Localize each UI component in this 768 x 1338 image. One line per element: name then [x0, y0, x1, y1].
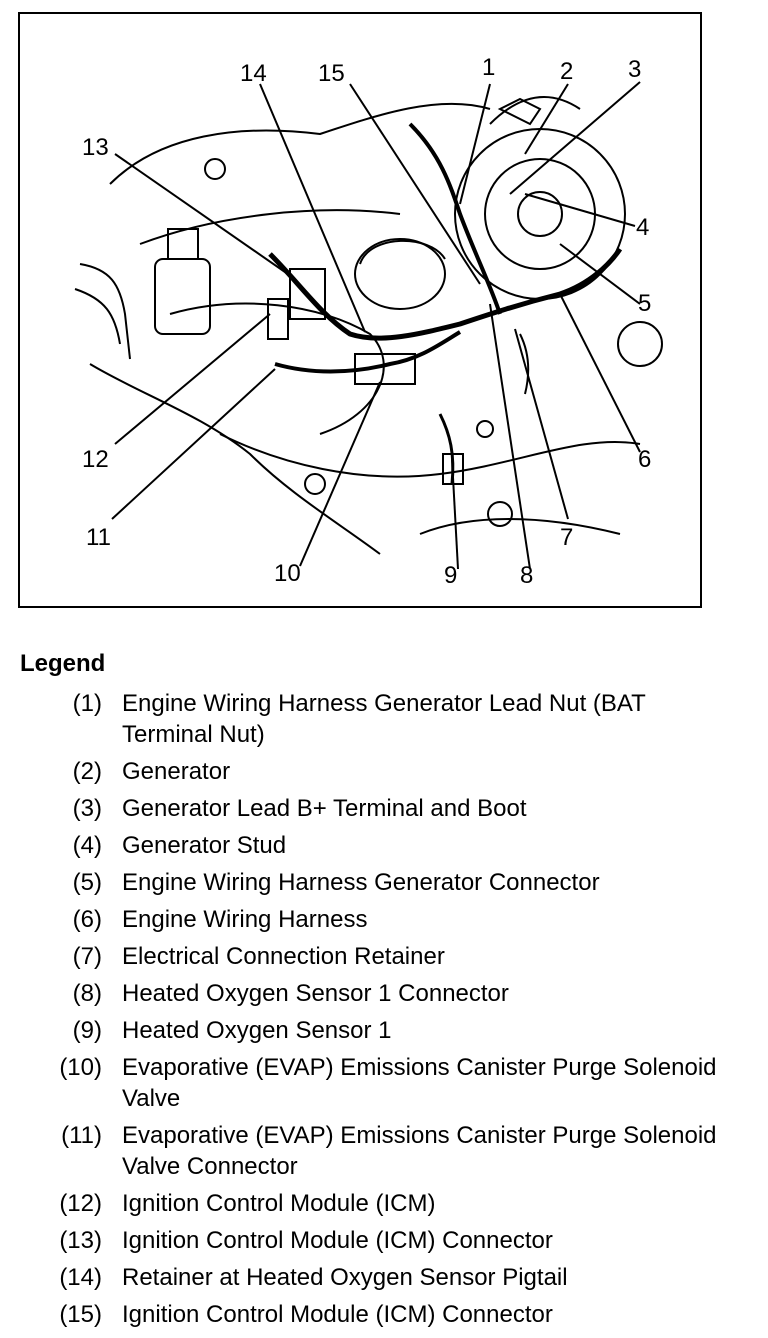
callout-4: 4 — [636, 214, 650, 241]
legend-list: (1) Engine Wiring Harness Generator Lead … — [0, 688, 768, 1336]
callout-2: 2 — [560, 58, 574, 85]
legend-text: Ignition Control Module (ICM) Connector — [122, 1301, 553, 1328]
legend-text: Ignition Control Module (ICM) — [122, 1190, 436, 1217]
legend-item: (6) Engine Wiring Harness — [0, 904, 768, 935]
legend-item: (5) Engine Wiring Harness Generator Conne… — [0, 867, 768, 898]
legend-text: Engine Wiring Harness Generator Lead Nut… — [122, 690, 646, 748]
legend-number: (5) — [72, 869, 102, 896]
engine-diagram: 1 2 3 4 5 6 7 8 9 10 11 12 13 14 15 — [18, 12, 702, 608]
legend-number: (7) — [72, 943, 102, 970]
legend-number: (12) — [59, 1190, 102, 1217]
legend-number: (3) — [72, 795, 102, 822]
legend-item: (10) Evaporative (EVAP) Emissions Caniste… — [0, 1052, 768, 1114]
legend-text: Evaporative (EVAP) Emissions Canister Pu… — [122, 1054, 717, 1112]
callout-10: 10 — [274, 560, 301, 587]
legend-text: Ignition Control Module (ICM) Connector — [122, 1227, 553, 1254]
legend-item: (1) Engine Wiring Harness Generator Lead … — [0, 688, 768, 750]
legend-text: Electrical Connection Retainer — [122, 943, 445, 970]
legend-text: Heated Oxygen Sensor 1 — [122, 1017, 392, 1044]
callout-5: 5 — [638, 290, 652, 317]
callout-3: 3 — [628, 56, 642, 83]
legend-text: Engine Wiring Harness Generator Connecto… — [122, 869, 600, 896]
callout-15: 15 — [318, 60, 345, 87]
legend-number: (2) — [72, 758, 102, 785]
legend-item: (8) Heated Oxygen Sensor 1 Connector — [0, 978, 768, 1009]
legend-number: (6) — [72, 906, 102, 933]
callout-1: 1 — [482, 54, 496, 81]
legend-text: Evaporative (EVAP) Emissions Canister Pu… — [122, 1122, 717, 1180]
callout-7: 7 — [560, 524, 574, 551]
legend-number: (1) — [72, 690, 102, 717]
callout-6: 6 — [638, 446, 652, 473]
legend-item: (13) Ignition Control Module (ICM) Connec… — [0, 1225, 768, 1256]
engine-illustration — [74, 81, 663, 570]
legend-number: (8) — [72, 980, 102, 1007]
legend-item: (3) Generator Lead B+ Terminal and Boot — [0, 793, 768, 824]
legend-text: Engine Wiring Harness — [122, 906, 368, 933]
legend-text: Generator Stud — [122, 832, 287, 859]
legend-number: (10) — [59, 1054, 102, 1081]
legend-text: Generator — [122, 758, 231, 785]
legend-item: (15) Ignition Control Module (ICM) Connec… — [0, 1299, 768, 1330]
legend-text: Heated Oxygen Sensor 1 Connector — [122, 980, 509, 1007]
callout-12: 12 — [82, 446, 109, 473]
callout-11: 11 — [86, 524, 111, 551]
callout-9: 9 — [444, 562, 458, 589]
legend-text: Retainer at Heated Oxygen Sensor Pigtail — [122, 1264, 568, 1291]
legend-item: (4) Generator Stud — [0, 830, 768, 861]
legend-text: Generator Lead B+ Terminal and Boot — [122, 795, 527, 822]
legend-title: Legend — [20, 650, 106, 677]
legend-item: (2) Generator — [0, 756, 768, 787]
legend-item: (7) Electrical Connection Retainer — [0, 941, 768, 972]
legend-item: (11) Evaporative (EVAP) Emissions Caniste… — [0, 1120, 768, 1182]
callout-8: 8 — [520, 562, 534, 589]
legend-number: (11) — [61, 1122, 102, 1149]
legend-number: (4) — [72, 832, 102, 859]
legend-number: (9) — [72, 1017, 102, 1044]
legend-item: (12) Ignition Control Module (ICM) — [0, 1188, 768, 1219]
legend-item: (9) Heated Oxygen Sensor 1 — [0, 1015, 768, 1046]
legend-number: (13) — [59, 1227, 102, 1254]
legend-item: (14) Retainer at Heated Oxygen Sensor Pig… — [0, 1262, 768, 1293]
callout-13: 13 — [82, 134, 109, 161]
legend-number: (15) — [59, 1301, 102, 1328]
callout-14: 14 — [240, 60, 267, 87]
legend-number: (14) — [59, 1264, 102, 1291]
